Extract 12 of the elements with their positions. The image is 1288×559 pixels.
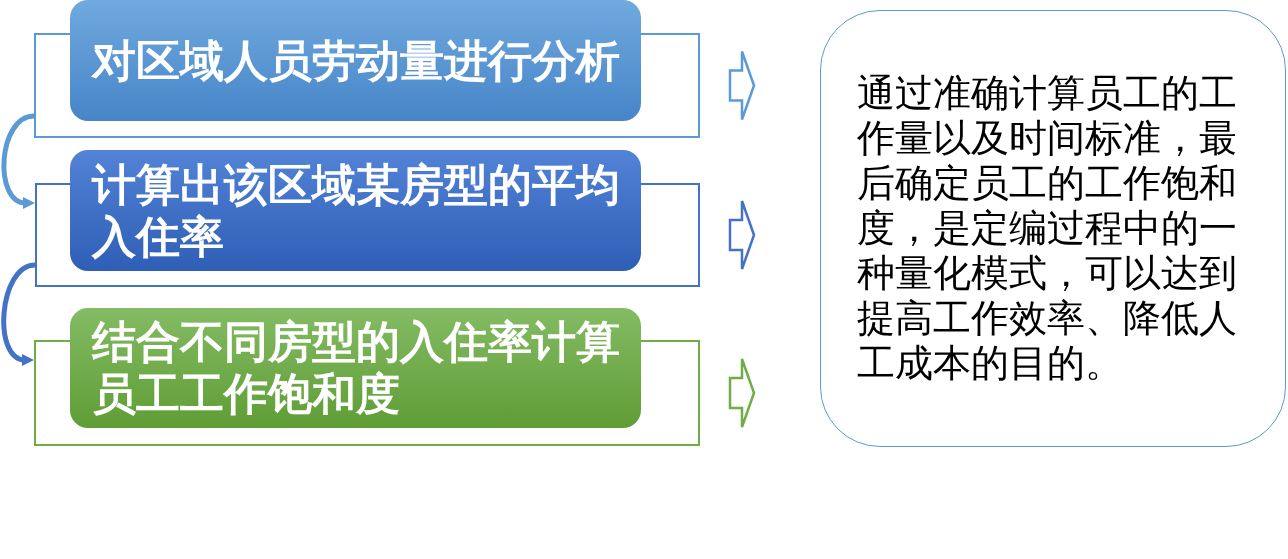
outline-frame [34,0,700,138]
outline-frame [34,308,700,446]
block-arrow [728,199,756,271]
curved-arrow [1,262,36,366]
block-arrow [728,357,756,429]
summary-box: 通过准确计算员工的工作量以及时间标准，最后确定员工的工作饱和度，是定编过程中的一种量化模式，可以达到提高工作效率、降低人工成本的目的。 [820,10,1286,447]
outline-frame [35,150,700,287]
step-box: 结合不同房型的入住率计算员工工作饱和度 [70,308,641,428]
block-arrow [728,50,756,121]
curved-arrow [1,113,35,209]
step-box: 计算出该区域某房型的平均入住率 [70,150,641,271]
step-box: 对区域人员劳动量进行分析 [70,0,641,121]
